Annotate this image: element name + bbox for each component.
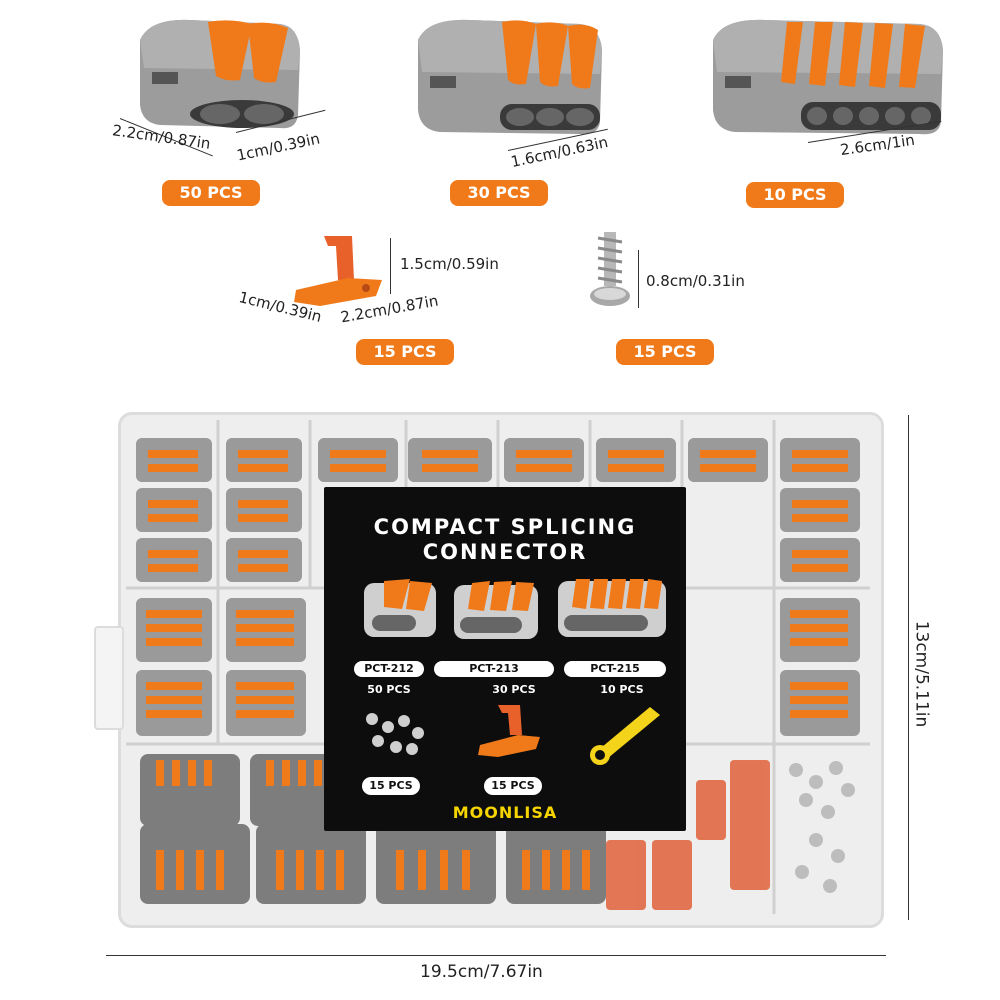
card-title-line2: CONNECTOR (422, 540, 588, 564)
dim-line (908, 415, 909, 920)
brand-logo: MOONLISA (452, 803, 558, 822)
connector-3-port-image (418, 19, 602, 135)
box-height-label: 13cm/5.11in (911, 620, 932, 728)
box-contents (126, 420, 870, 914)
dim-line (106, 955, 886, 956)
screw-image (590, 232, 630, 306)
model-count: 50 PCS (367, 683, 411, 696)
card-connector-images (364, 579, 666, 639)
product-card: COMPACT SPLICING CONNECTOR PCT-212 PCT-2… (324, 487, 686, 831)
model-label-pct-213: PCT-213 (434, 661, 554, 677)
model-count: 30 PCS (492, 683, 536, 696)
dim-line (638, 250, 639, 308)
connector-2-port-image (140, 19, 300, 129)
card-title-line1: COMPACT SPLICING (373, 515, 637, 539)
model-count: 10 PCS (600, 683, 644, 696)
mounting-bracket-image (294, 236, 382, 306)
accessory-count-badge: 15 PCS (362, 777, 420, 795)
wire-stripper-icon (590, 707, 660, 765)
count-badge: 15 PCS (356, 339, 454, 365)
card-screws-image (366, 713, 424, 755)
model-label-pct-215: PCT-215 (564, 661, 666, 677)
connector-5-port-image (713, 19, 943, 135)
dimension-label: 1.5cm/0.59in (400, 255, 499, 273)
model-label-pct-212: PCT-212 (354, 661, 424, 677)
accessory-count-badge: 15 PCS (484, 777, 542, 795)
count-badge: 15 PCS (616, 339, 714, 365)
dim-line (390, 238, 391, 294)
count-badge: 50 PCS (162, 180, 260, 206)
box-latch (94, 626, 124, 730)
card-bracket-image (478, 705, 540, 757)
count-badge: 10 PCS (746, 182, 844, 208)
box-width-label: 19.5cm/7.67in (420, 962, 543, 982)
count-badge: 30 PCS (450, 180, 548, 206)
dimension-label: 0.8cm/0.31in (646, 272, 745, 290)
